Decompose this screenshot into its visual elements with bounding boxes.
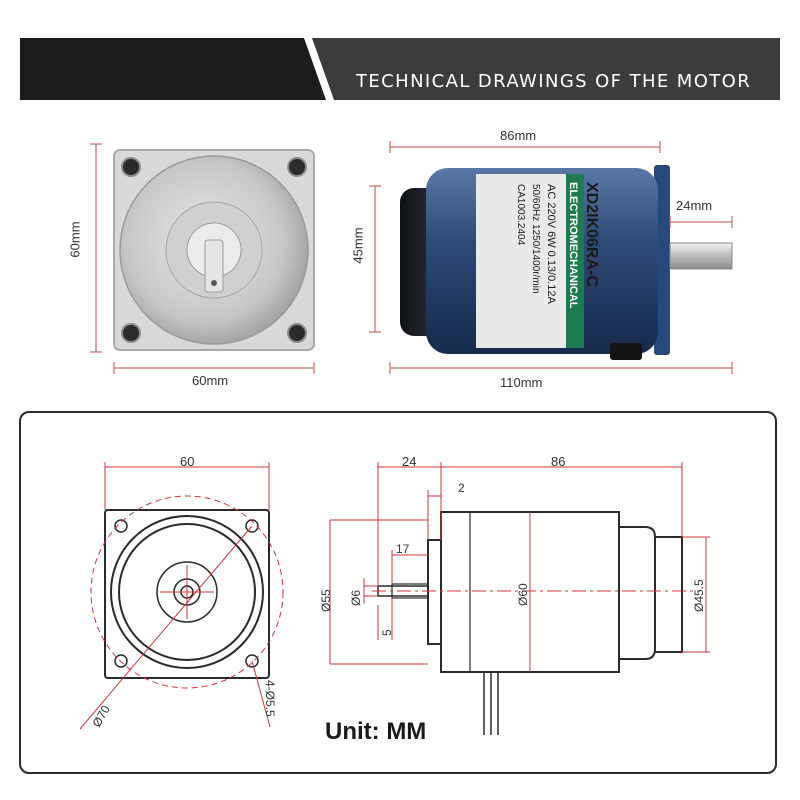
front-shaft [204, 239, 224, 293]
banner-light-block [310, 38, 780, 100]
unit-label: Unit: MM [325, 718, 427, 745]
banner-divider-stripe [304, 38, 334, 100]
drawing-rear-diameter: Ø45.5 [692, 579, 706, 612]
drawing-front-view [104, 509, 270, 679]
banner-title: TECHNICAL DRAWINGS OF THE MOTOR [356, 71, 752, 92]
label-model: XD2IK06RA-C [583, 182, 600, 287]
label-line-2: 50/60Hz 1250/1400r/min [530, 184, 541, 294]
label-stripe [566, 174, 584, 348]
drawing-body-length: 86 [551, 454, 565, 469]
drawing-key-length: 17 [396, 542, 410, 556]
drawing-front-holes: 4-Ø5.5 [263, 680, 277, 717]
technical-drawing-frame [19, 411, 777, 774]
drawing-body-diameter: Ø60 [516, 583, 530, 606]
drawing-shaft-length: 24 [402, 454, 416, 469]
mount-hole-icon [121, 323, 141, 343]
drawing-key-width: 5 [380, 629, 394, 636]
header-banner [20, 38, 780, 100]
drawing-front-diameter: Ø70 [89, 703, 113, 730]
cable-grommet [610, 343, 642, 360]
banner-dark-block [20, 38, 332, 100]
motor-photos: XD2IK06RA-C ELECTROMECHANICAL AC 220V 6W… [90, 141, 733, 374]
side-photo-dimension-lines [369, 141, 733, 374]
side-shaft [669, 242, 733, 270]
drawing-key-offset: 2 [458, 481, 465, 495]
side-view-photo: XD2IK06RA-C ELECTROMECHANICAL AC 220V 6W… [400, 165, 733, 360]
mount-hole-icon [121, 157, 141, 177]
drawing-front-width: 60 [180, 454, 194, 469]
front-width-dimension: 60mm [192, 373, 229, 388]
front-view-photo [113, 149, 315, 351]
mount-hole-icon [287, 157, 307, 177]
side-shaft-length-dimension: 24mm [676, 198, 713, 213]
mount-hole-icon [287, 323, 307, 343]
front-shaft-center [211, 280, 217, 286]
technical-drawing: 60 Ø70 4-Ø5.5 24 [79, 454, 710, 735]
label-line-3: CA1003.2404 [515, 184, 526, 246]
drawing-mount-holes [114, 519, 259, 668]
side-diameter-dimension: 45mm [350, 227, 366, 264]
drawing-front-red-lines [79, 462, 284, 730]
side-total-length-dimension: 110mm [500, 375, 543, 390]
drawing-pilot-diameter: Ø55 [319, 589, 333, 612]
label-line-1: AC 220V 6W 0.13/0.12A [545, 184, 557, 305]
drawing-shaft-diameter: Ø6 [349, 590, 363, 606]
front-photo-dimension-lines [90, 143, 315, 374]
drawing-side-red-lines [329, 462, 710, 672]
front-height-dimension: 60mm [67, 221, 83, 258]
side-body-length-dimension: 86mm [500, 128, 537, 143]
label-brand: ELECTROMECHANICAL [567, 182, 579, 309]
drawing-side-view [377, 511, 683, 735]
